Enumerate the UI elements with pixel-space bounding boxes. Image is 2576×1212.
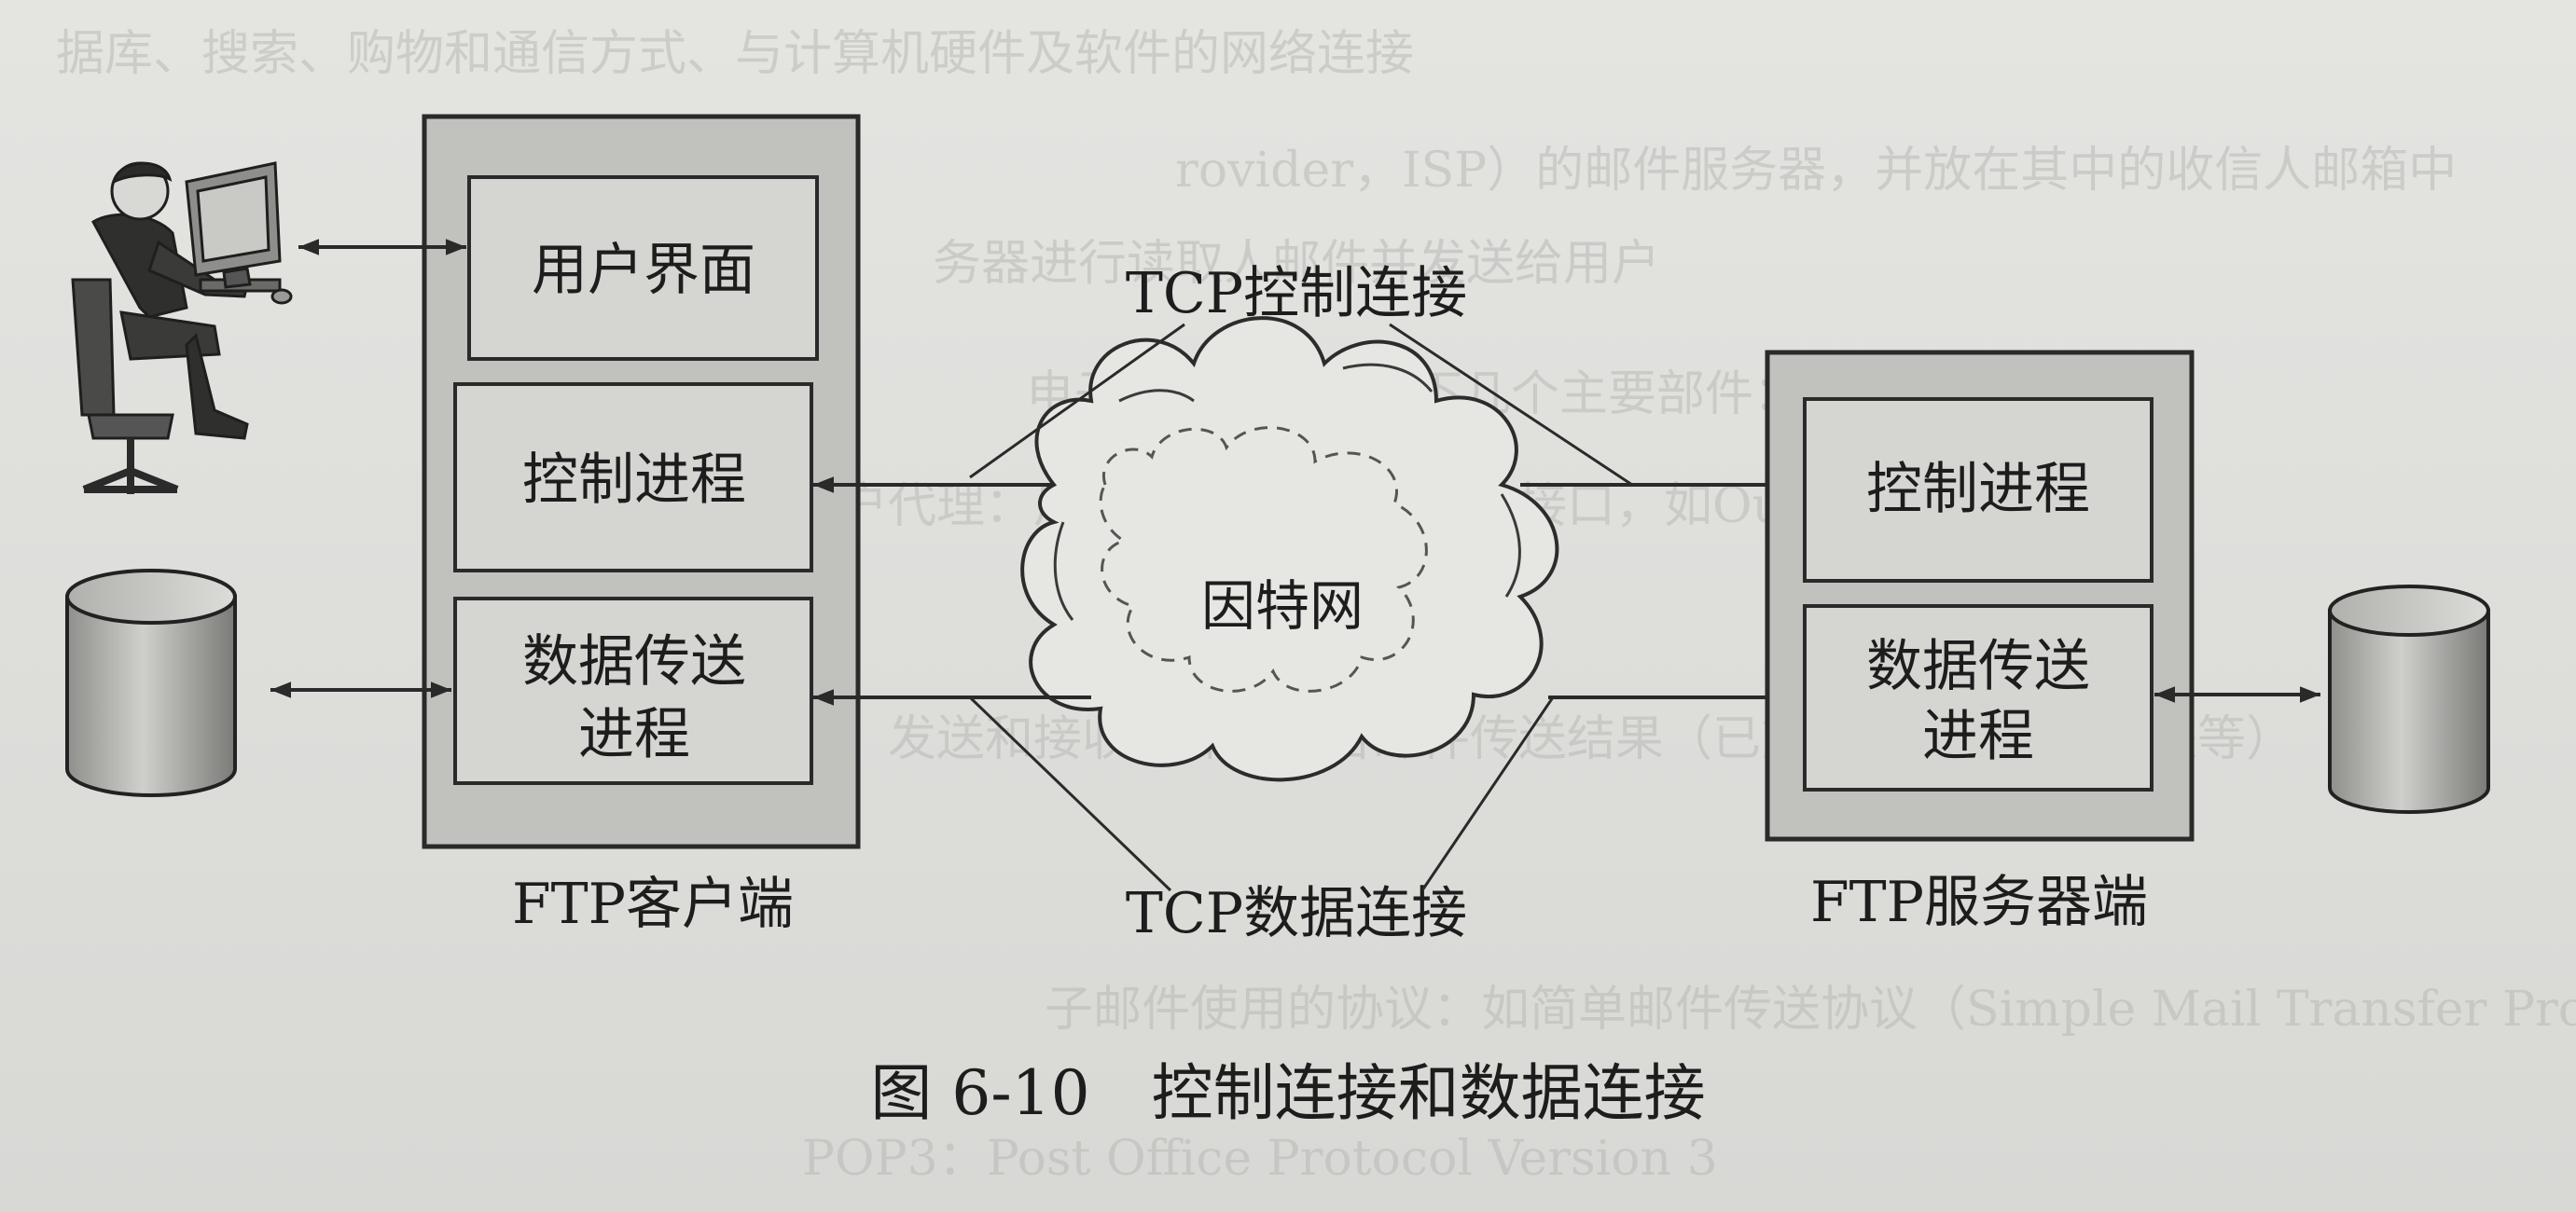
bleed-line-2: rovider，ISP）的邮件服务器，并放在其中的收信人邮箱中 <box>1175 143 2457 199</box>
server-data-transfer-label-1: 数据传送 <box>1866 634 2090 699</box>
user-at-computer-icon <box>71 161 293 494</box>
server-data-transfer-box: 数据传送 进程 <box>1803 604 2154 792</box>
client-data-transfer-label-2: 进程 <box>578 702 690 767</box>
client-data-transfer-label-1: 数据传送 <box>522 629 746 695</box>
bleed-line-1: 据库、搜索、购物和通信方式、与计算机硬件及软件的网络连接 <box>56 26 1414 82</box>
client-control-process-label: 控制进程 <box>522 448 746 513</box>
client-database-icon <box>65 569 237 797</box>
tcp-data-connection-label: TCP数据连接 <box>1126 881 1467 946</box>
data-connection-leaders <box>968 696 1555 892</box>
client-ui-box: 用户界面 <box>467 175 819 361</box>
internet-label: 因特网 <box>1201 574 1364 638</box>
client-control-process-box: 控制进程 <box>453 382 813 572</box>
client-ui-label: 用户界面 <box>532 238 755 303</box>
control-connection-leaders <box>969 323 1633 487</box>
bleed-line-7: 子邮件使用的协议：如简单邮件传送协议（Simple Mail Transfer … <box>1045 982 2576 1038</box>
server-control-process-label: 控制进程 <box>1866 457 2090 522</box>
client-data-transfer-box: 数据传送 进程 <box>453 597 813 785</box>
internet-cloud: 因特网 <box>1020 316 1559 782</box>
bleed-line-3: 务器进行读取人邮件并发送给用户 <box>933 236 1660 292</box>
server-control-process-box: 控制进程 <box>1803 397 2154 583</box>
ftp-server-caption: FTP服务器端 <box>1810 870 2148 935</box>
tcp-control-connection-label: TCP控制连接 <box>1126 261 1467 326</box>
ftp-client-caption: FTP客户端 <box>512 872 794 937</box>
figure-caption: 图 6-10 控制连接和数据连接 <box>870 1057 1705 1129</box>
server-database-icon <box>2328 585 2490 814</box>
bleed-line-8: POP3：Post Office Protocol Version 3 <box>802 1131 1718 1187</box>
server-data-transfer-label-2: 进程 <box>1922 704 2034 769</box>
